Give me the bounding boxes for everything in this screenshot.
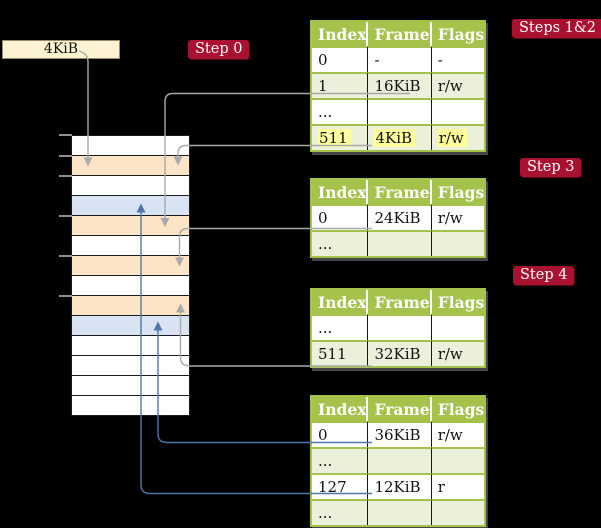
table-header-row: Index Frame Flags <box>312 180 485 204</box>
cell-frame: 12KiB <box>368 473 432 499</box>
cell-index: 0 <box>312 204 369 230</box>
step-4-badge: Step 4 <box>513 266 575 285</box>
table-row: ... <box>312 98 485 124</box>
cell-flags: r/w <box>431 421 485 447</box>
table-header-row: Index Frame Flags <box>312 397 485 421</box>
page-table-2: Index Frame Flags 0 24KiB r/w ... <box>310 178 487 258</box>
strip-row-white <box>72 376 189 396</box>
cell-flags <box>431 447 485 473</box>
step-3-badge: Step 3 <box>520 158 582 177</box>
strip-row-blue <box>72 316 189 336</box>
cell-frame: - <box>368 46 432 72</box>
strip-row-white <box>72 276 189 296</box>
table-row: 127 12KiB r <box>312 473 485 499</box>
cell-index: 511 <box>312 124 369 150</box>
cell-index: ... <box>312 447 369 473</box>
strip-row-white <box>72 396 189 415</box>
cell-frame <box>368 98 432 124</box>
cell-index: 511 <box>312 340 369 366</box>
highlighted-value: 4KiB <box>374 129 416 147</box>
cell-index: 0 <box>312 46 369 72</box>
table-row: 0 - - <box>312 46 485 72</box>
table-row: 0 36KiB r/w <box>312 421 485 447</box>
table-row: 0 24KiB r/w <box>312 204 485 230</box>
page-table-4: Index Frame Flags 0 36KiB r/w ... 127 12… <box>310 395 487 527</box>
header-flags: Flags <box>431 180 485 204</box>
strip-row-white <box>72 236 189 256</box>
cell-frame <box>368 499 432 525</box>
cell-index: ... <box>312 314 369 340</box>
header-flags: Flags <box>431 397 485 421</box>
table-row: ... <box>312 230 485 256</box>
cell-flags: - <box>431 46 485 72</box>
table-header-row: Index Frame Flags <box>312 22 485 46</box>
cell-index: ... <box>312 230 369 256</box>
table-row: 1 16KiB r/w <box>312 72 485 98</box>
table-row: ... <box>312 447 485 473</box>
header-index: Index <box>312 290 369 314</box>
header-index: Index <box>312 22 369 46</box>
cell-frame: 36KiB <box>368 421 432 447</box>
strip-tick <box>59 255 72 257</box>
strip-row-white <box>72 336 189 356</box>
header-frame: Frame <box>368 397 432 421</box>
header-flags: Flags <box>431 290 485 314</box>
cell-frame: 4KiB <box>368 124 432 150</box>
header-index: Index <box>312 397 369 421</box>
cell-flags: r/w <box>431 72 485 98</box>
cell-frame <box>368 230 432 256</box>
cell-flags <box>431 230 485 256</box>
cell-flags <box>431 499 485 525</box>
cell-flags: r <box>431 473 485 499</box>
cell-frame: 32KiB <box>368 340 432 366</box>
page-table-1: Index Frame Flags 0 - - 1 16KiB r/w ... … <box>310 20 487 152</box>
table-row: ... <box>312 314 485 340</box>
header-frame: Frame <box>368 22 432 46</box>
step-0-badge: Step 0 <box>188 40 250 59</box>
table-row: ... <box>312 499 485 525</box>
cell-flags: r/w <box>431 124 485 150</box>
cell-index: ... <box>312 98 369 124</box>
cell-frame <box>368 314 432 340</box>
page-size-box: 4KiB <box>2 40 120 59</box>
table-row: 511 32KiB r/w <box>312 340 485 366</box>
strip-tick <box>59 215 72 217</box>
cell-flags <box>431 98 485 124</box>
strip-row-white <box>72 356 189 376</box>
header-frame: Frame <box>368 290 432 314</box>
cell-flags: r/w <box>431 204 485 230</box>
memory-strip <box>71 135 190 416</box>
header-index: Index <box>312 180 369 204</box>
page-table-3: Index Frame Flags ... 511 32KiB r/w <box>310 288 487 368</box>
cell-frame: 24KiB <box>368 204 432 230</box>
strip-tick <box>59 175 72 177</box>
table-row-highlighted: 511 4KiB r/w <box>312 124 485 150</box>
table-header-row: Index Frame Flags <box>312 290 485 314</box>
strip-row-orange <box>72 256 189 276</box>
cell-frame <box>368 447 432 473</box>
cell-index: 0 <box>312 421 369 447</box>
strip-row-white <box>72 176 189 196</box>
cell-index: 1 <box>312 72 369 98</box>
header-frame: Frame <box>368 180 432 204</box>
cell-flags <box>431 314 485 340</box>
steps-1-2-badge: Steps 1&2 <box>512 19 601 38</box>
cell-index: ... <box>312 499 369 525</box>
strip-tick <box>59 155 72 157</box>
highlighted-value: r/w <box>437 129 467 147</box>
cell-flags: r/w <box>431 340 485 366</box>
strip-tick <box>59 134 72 136</box>
strip-row-orange <box>72 216 189 236</box>
header-flags: Flags <box>431 22 485 46</box>
cell-frame: 16KiB <box>368 72 432 98</box>
strip-tick <box>59 295 72 297</box>
strip-row-blue <box>72 196 189 216</box>
strip-row-orange <box>72 156 189 176</box>
highlighted-value: 511 <box>318 129 351 147</box>
cell-index: 127 <box>312 473 369 499</box>
strip-row-white <box>72 136 189 156</box>
page-size-label: 4KiB <box>43 41 79 57</box>
strip-row-orange <box>72 296 189 316</box>
